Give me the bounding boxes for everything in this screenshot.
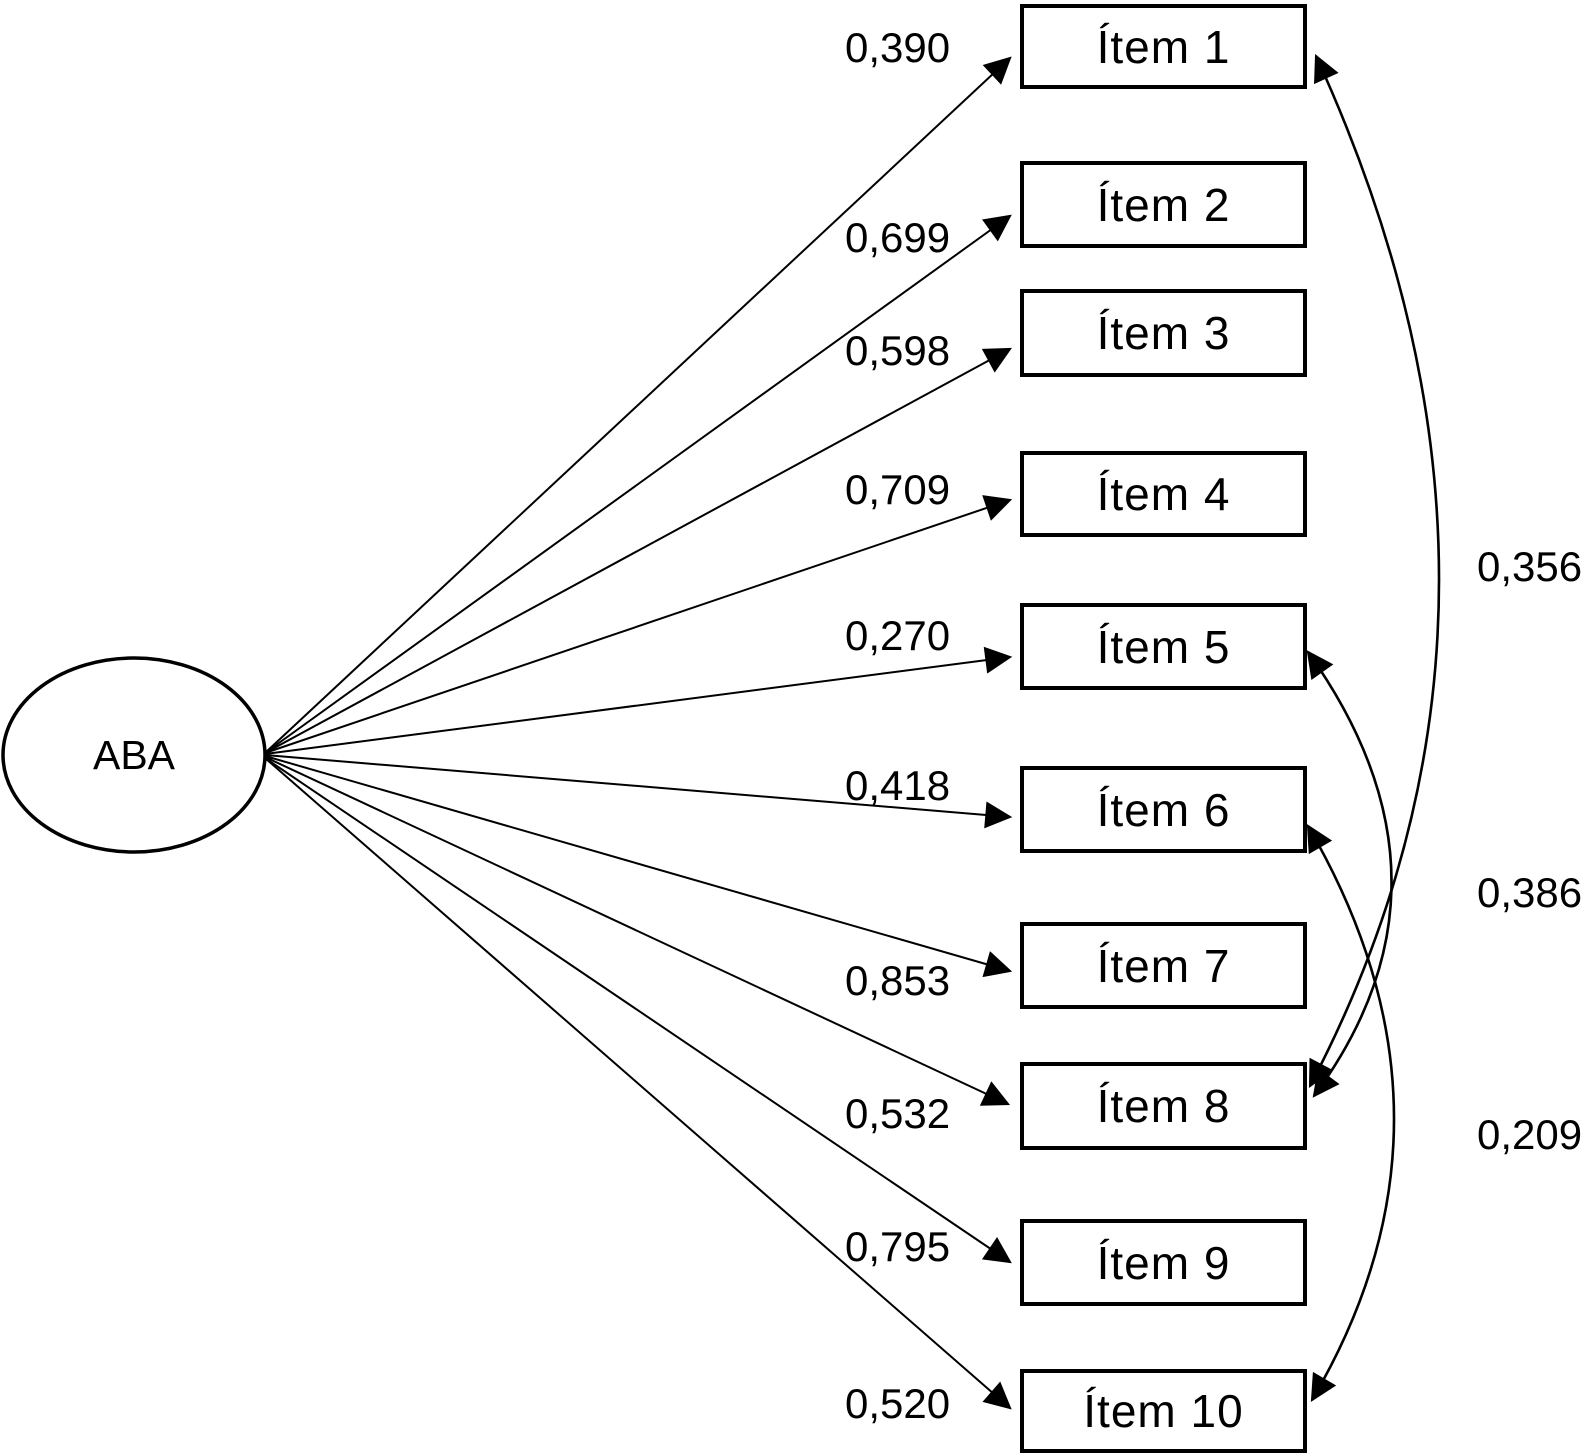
item-box-9: Ítem 9 [1020, 1219, 1307, 1306]
loading-arrow-item-6 [264, 754, 1013, 829]
item-box-1: Ítem 1 [1020, 4, 1307, 89]
item-label-5: Ítem 5 [1096, 620, 1231, 673]
item-label-6: Ítem 6 [1096, 783, 1231, 836]
loading-arrow-item-5 [264, 646, 1013, 755]
item-box-4: Ítem 4 [1020, 451, 1307, 537]
covariance-value-1: 0,356 [1477, 543, 1583, 590]
loading-value-7: 0,853 [845, 957, 951, 1004]
item-box-8: Ítem 8 [1020, 1062, 1307, 1150]
loading-value-4: 0,709 [845, 466, 951, 513]
item-label-2: Ítem 2 [1096, 178, 1231, 231]
item-label-8: Ítem 8 [1096, 1080, 1231, 1132]
item-box-6: Ítem 6 [1020, 766, 1307, 853]
covariance-value-2: 0,386 [1477, 869, 1583, 916]
loading-arrow-item-3 [264, 347, 1012, 754]
loading-arrow-item-9 [264, 757, 1012, 1264]
item-box-7: Ítem 7 [1020, 922, 1307, 1009]
item-label-10: Ítem 10 [1083, 1385, 1244, 1437]
item-label-9: Ítem 9 [1096, 1236, 1231, 1289]
loading-arrow-item-8 [264, 756, 1011, 1106]
loading-value-5: 0,270 [845, 612, 951, 659]
item-box-3: Ítem 3 [1020, 289, 1307, 377]
factor-label: ABA [92, 732, 176, 778]
item-box-10: Ítem 10 [1020, 1369, 1307, 1453]
covariance-arrow-item1-item8 [1308, 53, 1441, 1088]
loading-value-1: 0,390 [845, 24, 951, 71]
item-label-1: Ítem 1 [1096, 20, 1231, 73]
loading-arrow-item-10 [264, 757, 1012, 1410]
item-box-2: Ítem 2 [1020, 161, 1307, 248]
covariance-arrow-item6-item10 [1306, 824, 1396, 1402]
loading-value-10: 0,520 [845, 1380, 951, 1427]
loading-value-3: 0,598 [845, 327, 951, 374]
loading-arrow-item-1 [264, 56, 1012, 754]
covariance-value-3: 0,209 [1477, 1111, 1583, 1158]
loading-value-9: 0,795 [845, 1223, 951, 1270]
loading-arrow-item-4 [264, 495, 1013, 754]
loading-value-8: 0,532 [845, 1090, 951, 1137]
item-label-7: Ítem 7 [1096, 939, 1231, 992]
loading-arrow-item-7 [264, 755, 1013, 978]
item-label-3: Ítem 3 [1096, 307, 1231, 359]
loading-value-2: 0,699 [845, 214, 951, 261]
item-label-4: Ítem 4 [1096, 468, 1231, 520]
item-box-5: Ítem 5 [1020, 603, 1307, 690]
loading-value-6: 0,418 [845, 762, 951, 809]
loading-arrow-item-2 [264, 214, 1012, 754]
covariance-arrow-item5-item8 [1306, 650, 1393, 1098]
